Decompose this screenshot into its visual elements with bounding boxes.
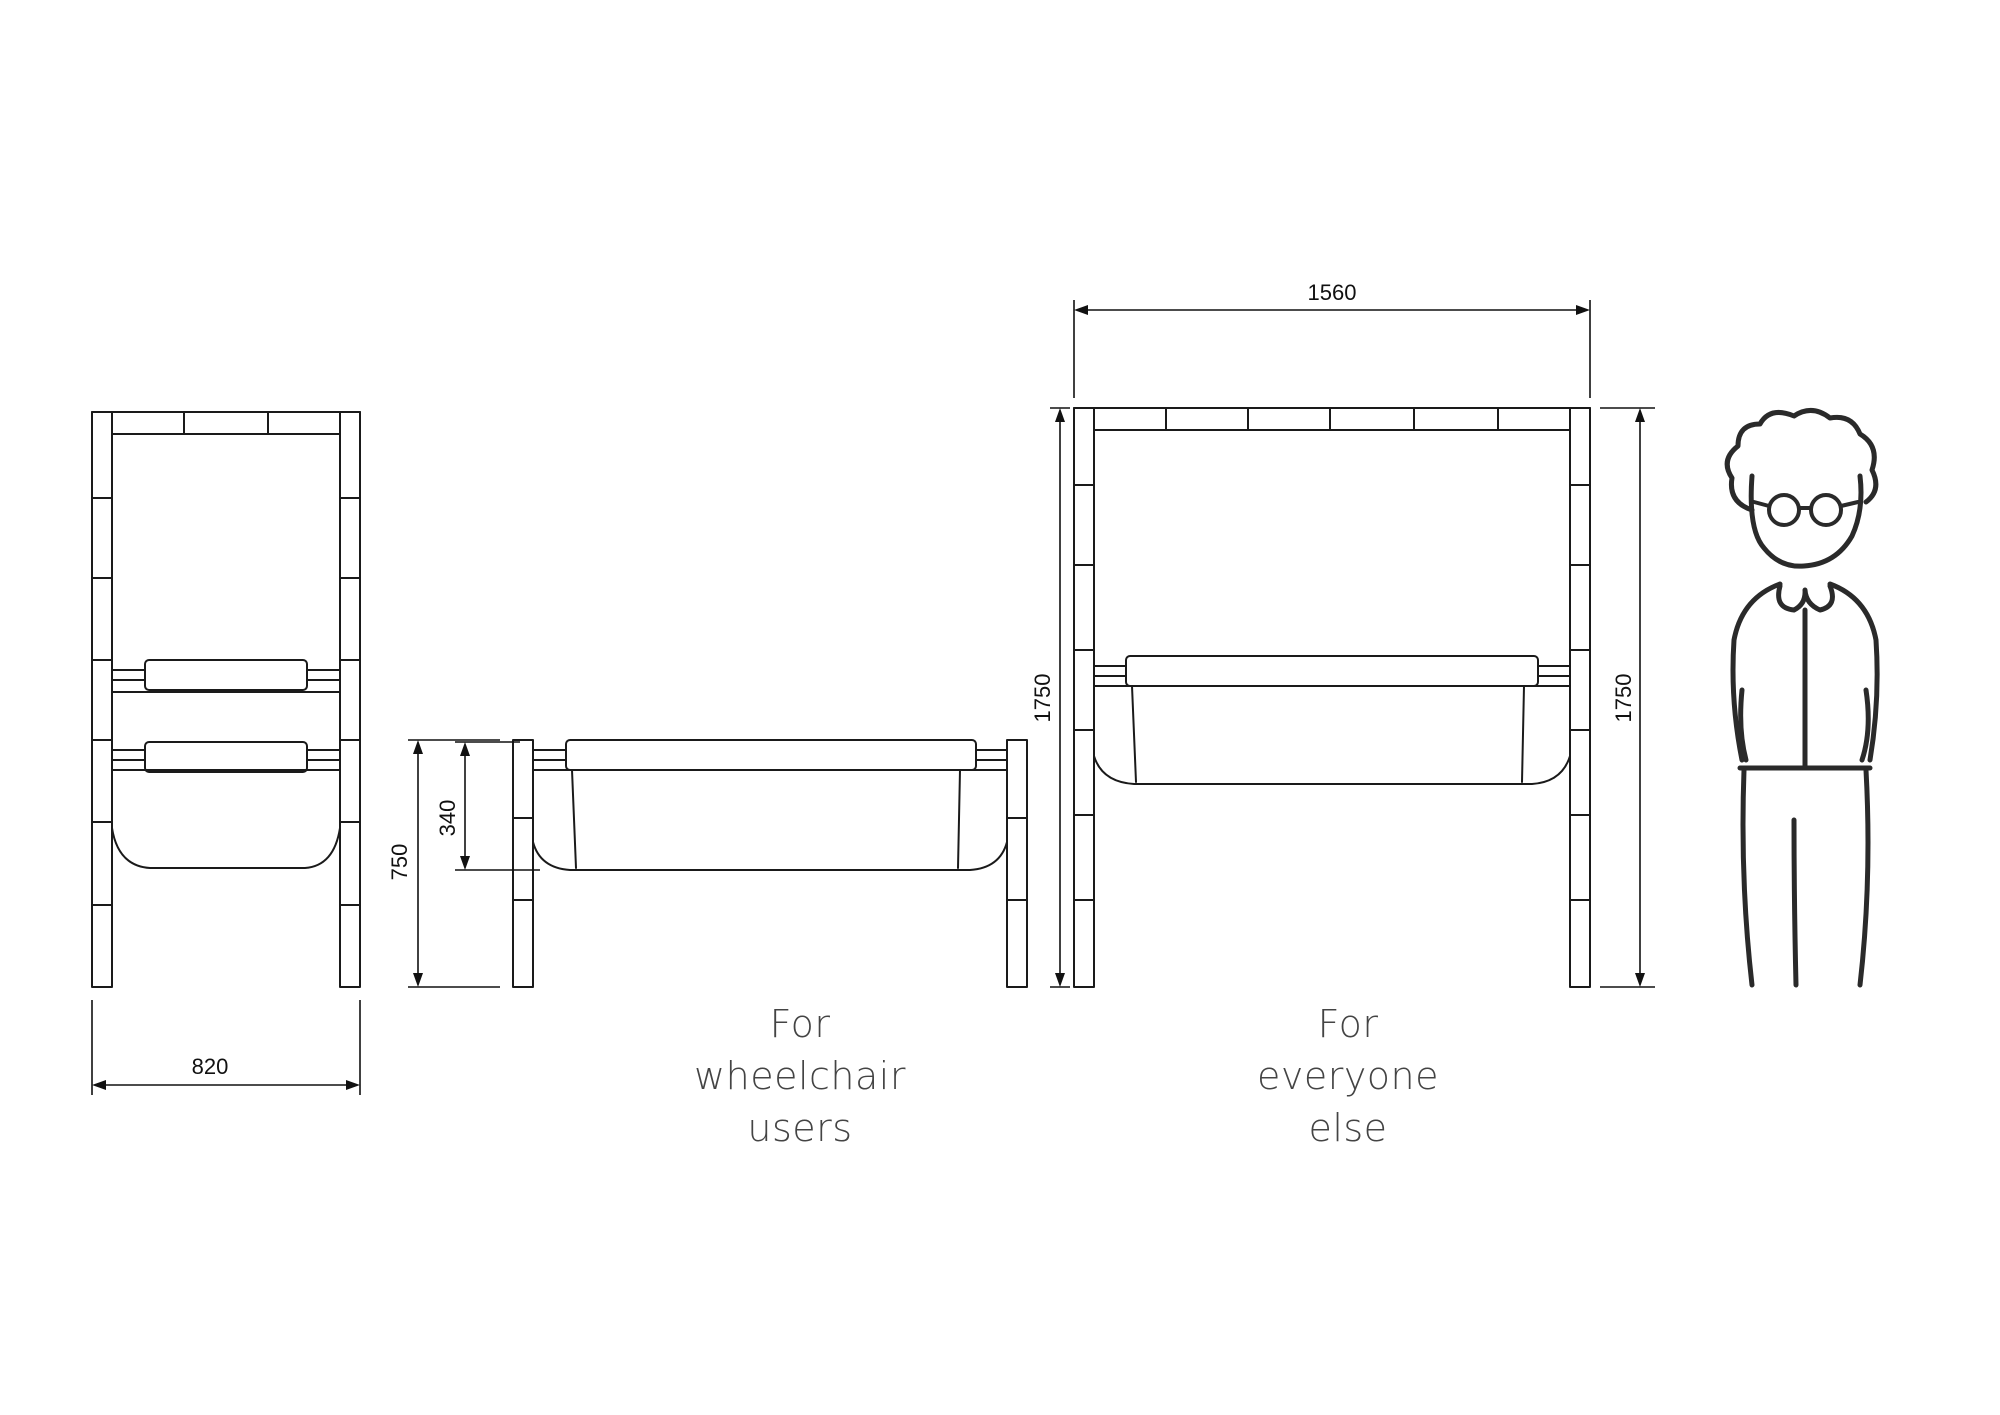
- dimension-label-340: 340: [435, 800, 460, 837]
- caption-everyone-line2: everyone: [1256, 1054, 1440, 1098]
- dimension-label-750: 750: [387, 844, 412, 881]
- dimension-label-820: 820: [192, 1054, 229, 1079]
- caption-wheelchair-line3: users: [747, 1106, 853, 1150]
- wheelchair-table-frame: [512, 739, 1028, 988]
- caption-wheelchair-line1: For: [769, 1002, 831, 1046]
- dimension-frame-height: 1750: [1030, 407, 1070, 988]
- person-icon: [1724, 408, 1880, 988]
- side-view-frame: [91, 411, 361, 988]
- dimension-person-height: 1750: [1600, 407, 1655, 988]
- dimension-front-width: 1560: [1073, 280, 1591, 398]
- standard-table-frame: [1073, 407, 1591, 988]
- caption-everyone-line3: else: [1308, 1106, 1388, 1150]
- dimension-label-1750-person: 1750: [1611, 674, 1636, 723]
- dimension-label-1560: 1560: [1308, 280, 1357, 305]
- caption-wheelchair-users: For wheelchair users: [650, 998, 950, 1154]
- caption-wheelchair-line2: wheelchair: [694, 1054, 906, 1098]
- dimension-table-height: 750: [387, 739, 500, 988]
- caption-everyone-line1: For: [1317, 1002, 1379, 1046]
- dimension-tub-depth: 340: [435, 741, 540, 871]
- dimension-side-width: 820: [91, 1000, 361, 1095]
- dimension-label-1750-frame: 1750: [1030, 674, 1055, 723]
- caption-everyone-else: For everyone else: [1198, 998, 1498, 1154]
